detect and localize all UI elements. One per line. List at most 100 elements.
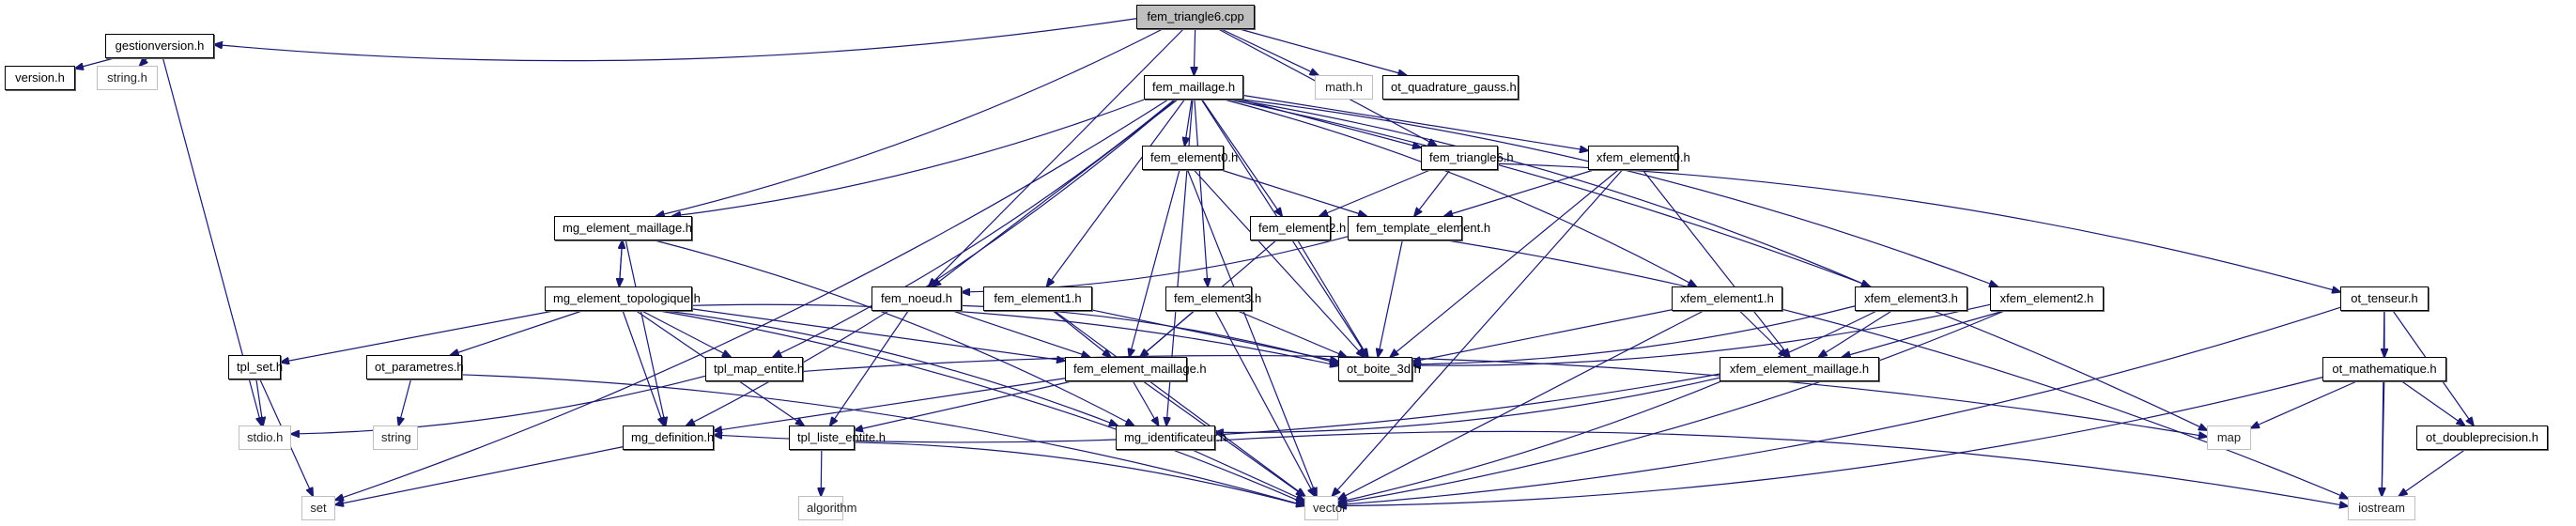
node-tpl-liste-entite-h[interactable]: tpl_liste_entite.h — [789, 425, 886, 450]
edge-mg-element-maillage-h-to-mg-definition-h — [625, 240, 665, 425]
node-xfem-element-maillage-h[interactable]: xfem_element_maillage.h — [1720, 357, 1879, 381]
edge-mg-element-topologique-h-to-mg-element-maillage-h — [619, 240, 622, 287]
edge-fem-triangle6-h-to-fem-template-element-h — [1414, 169, 1451, 216]
edge-fem-noeud-h-to-fem-element-maillage-h — [952, 310, 1090, 357]
edge-tpl-set-h-to-stdio-h — [255, 379, 263, 425]
node-algorithm: algorithm — [798, 496, 856, 520]
edge-fem-element-maillage-h-to-tpl-liste-entite-h — [855, 380, 1072, 430]
edge-fem-maillage-h-to-fem-element1-h — [1047, 99, 1185, 286]
node-fem-element3-h[interactable]: fem_element3.h — [1165, 286, 1261, 311]
edge-xfem-element0-h-to-fem-template-element-h — [1444, 169, 1595, 216]
edge-mg-element-maillage-h-to-mg-identificateur-h — [655, 240, 1134, 425]
node-ot-parametres-h[interactable]: ot_parametres.h — [366, 355, 464, 379]
edge-mg-element-topologique-h-to-mg-identificateur-h — [666, 310, 1118, 425]
edge-fem-element1-h-to-ot-boite-3d-h — [1091, 309, 1338, 362]
node-tpl-map-entite-h[interactable]: tpl_map_entite.h — [705, 357, 804, 381]
edge-fem-element1-h-to-vector — [1054, 310, 1305, 496]
edge-xfem-element3-h-to-ot-boite-3d-h — [1412, 305, 1856, 364]
edge-ot-doubleprecision-h-to-iostream — [2399, 449, 2465, 496]
node-ot-boite-3d-h[interactable]: ot_boite_3d.h — [1338, 357, 1421, 381]
edge-fem-maillage-h-to-xfem-element3-h — [1235, 99, 1870, 286]
edge-fem-element-maillage-h-to-mg-identificateur-h — [1132, 380, 1158, 425]
edge-ot-mathematique-h-to-iostream — [2382, 380, 2383, 496]
edge-gestionversion-h-to-string-h — [140, 58, 147, 66]
edge-fem-maillage-h-to-set — [335, 99, 1169, 500]
node-fem-template-element-h[interactable]: fem_template_element.h — [1348, 216, 1490, 240]
edge-ot-tenseur-h-to-vector — [1338, 306, 2341, 504]
node-iostream: iostream — [2348, 496, 2415, 520]
node-fem-element2-h[interactable]: fem_element2.h — [1250, 216, 1346, 240]
edge-mg-identificateur-h-to-vector — [1192, 449, 1304, 501]
edge-tpl-liste-entite-h-to-vector — [854, 441, 1304, 506]
node-ot-doubleprecision-h[interactable]: ot_doubleprecision.h — [2416, 425, 2548, 450]
edge-mg-element-topologique-h-to-ot-parametres-h — [451, 310, 582, 355]
edge-fem-element2-h-to-ot-boite-3d-h — [1297, 240, 1368, 357]
node-xfem-element1-h[interactable]: xfem_element1.h — [1672, 286, 1782, 311]
edge-fem-maillage-h-to-mg-identificateur-h — [1166, 99, 1194, 425]
node-fem-element-maillage-h[interactable]: fem_element_maillage.h — [1065, 357, 1207, 381]
edge-xfem-element-maillage-h-to-mg-identificateur-h — [1215, 377, 1720, 432]
node-xfem-element2-h[interactable]: xfem_element2.h — [1990, 286, 2104, 311]
node-ot-mathematique-h[interactable]: ot_mathematique.h — [2322, 357, 2446, 381]
node-tpl-set-h[interactable]: tpl_set.h — [228, 355, 283, 379]
edge-gestionversion-h-to-version-h — [75, 57, 115, 69]
edge-fem-triangle6-cpp-to-math-h — [1221, 28, 1318, 75]
edge-fem-maillage-h-to-mg-definition-h — [686, 99, 1176, 425]
node-mg-definition-h[interactable]: mg_definition.h — [623, 425, 714, 450]
edge-xfem-element0-h-to-xfem-element-maillage-h — [1642, 169, 1790, 357]
node-fem-maillage-h[interactable]: fem_maillage.h — [1144, 75, 1243, 100]
node-map: map — [2207, 425, 2251, 450]
edge-fem-triangle6-h-to-fem-element2-h — [1319, 169, 1431, 216]
node-stdio-h: stdio.h — [239, 425, 291, 450]
node-fem-triangle6-h[interactable]: fem_triangle6.h — [1421, 146, 1514, 170]
edge-fem-maillage-h-to-fem-element0-h — [1184, 99, 1193, 146]
node-fem-element1-h[interactable]: fem_element1.h — [983, 286, 1092, 311]
node-ot-quadrature-gauss-h[interactable]: ot_quadrature_gauss.h — [1382, 75, 1519, 100]
node-xfem-element3-h[interactable]: xfem_element3.h — [1855, 286, 1967, 311]
node-version-h[interactable]: version.h — [5, 66, 75, 90]
edge-fem-element0-h-to-fem-element-maillage-h — [1129, 169, 1180, 357]
edge-fem-template-element-h-to-iostream — [1447, 240, 2348, 499]
node-mg-element-maillage-h[interactable]: mg_element_maillage.h — [554, 216, 692, 240]
edge-fem-element1-h-to-fem-element-maillage-h — [1052, 310, 1110, 357]
edge-ot-parametres-h-to-string — [398, 379, 412, 425]
edge-mg-element-topologique-h-to-mg-definition-h — [622, 310, 664, 425]
edge-xfem-element0-h-to-ot-boite-3d-h — [1390, 169, 1619, 357]
node-math-h: math.h — [1315, 75, 1373, 100]
edge-fem-triangle6-cpp-to-gestionversion-h — [214, 18, 1137, 62]
edge-fem-maillage-h-to-tpl-map-entite-h — [773, 99, 1176, 357]
node-string: string — [373, 425, 418, 450]
edge-mg-element-topologique-h-to-tpl-map-entite-h — [641, 310, 731, 357]
edge-fem-element0-h-to-vector — [1187, 169, 1317, 496]
node-xfem-element0-h[interactable]: xfem_element0.h — [1588, 146, 1690, 170]
node-fem-noeud-h[interactable]: fem_noeud.h — [872, 286, 962, 311]
edge-fem-element0-h-to-ot-boite-3d-h — [1193, 169, 1364, 357]
edge-xfem-element3-h-to-vector — [1338, 310, 1877, 503]
edge-fem-maillage-h-to-fem-element2-h — [1201, 99, 1282, 216]
edge-tpl-map-entite-h-to-map — [802, 354, 2207, 437]
edge-xfem-element1-h-to-xfem-element-maillage-h — [1738, 310, 1786, 357]
edge-xfem-element0-h-to-vector — [1333, 169, 1623, 496]
edge-fem-triangle6-cpp-to-mg-element-maillage-h — [656, 28, 1164, 216]
edge-fem-maillage-h-to-map — [1229, 99, 2207, 430]
node-ot-tenseur-h[interactable]: ot_tenseur.h — [2340, 286, 2429, 311]
edge-mg-identificateur-h-to-iostream — [1214, 430, 2348, 506]
edge-mg-element-topologique-h-to-tpl-set-h — [281, 310, 554, 363]
edge-fem-maillage-h-to-xfem-element0-h — [1242, 94, 1588, 150]
edge-fem-triangle6-cpp-to-fem-maillage-h — [1194, 28, 1195, 75]
edge-ot-mathematique-h-to-vector — [1338, 377, 2323, 506]
edge-tpl-map-entite-h-to-stdio-h — [291, 375, 706, 434]
edge-tpl-liste-entite-h-to-algorithm — [821, 449, 822, 496]
node-fem-triangle6-cpp[interactable]: fem_triangle6.cpp — [1136, 5, 1255, 29]
node-fem-element0-h[interactable]: fem_element0.h — [1142, 146, 1238, 170]
node-mg-element-topologique-h[interactable]: mg_element_topologique.h — [545, 286, 701, 311]
node-mg-identificateur-h[interactable]: mg_identificateur.h — [1116, 425, 1226, 450]
edge-fem-element3-h-to-vector — [1214, 310, 1315, 496]
edge-xfem-element1-h-to-ot-boite-3d-h — [1412, 309, 1673, 362]
edge-fem-maillage-h-to-fem-element3-h — [1194, 99, 1208, 286]
edge-xfem-element2-h-to-ot-boite-3d-h — [1412, 303, 1991, 365]
node-gestionversion-h[interactable]: gestionversion.h — [105, 34, 214, 58]
edge-mg-element-topologique-h-to-ot-boite-3d-h — [691, 303, 1338, 365]
